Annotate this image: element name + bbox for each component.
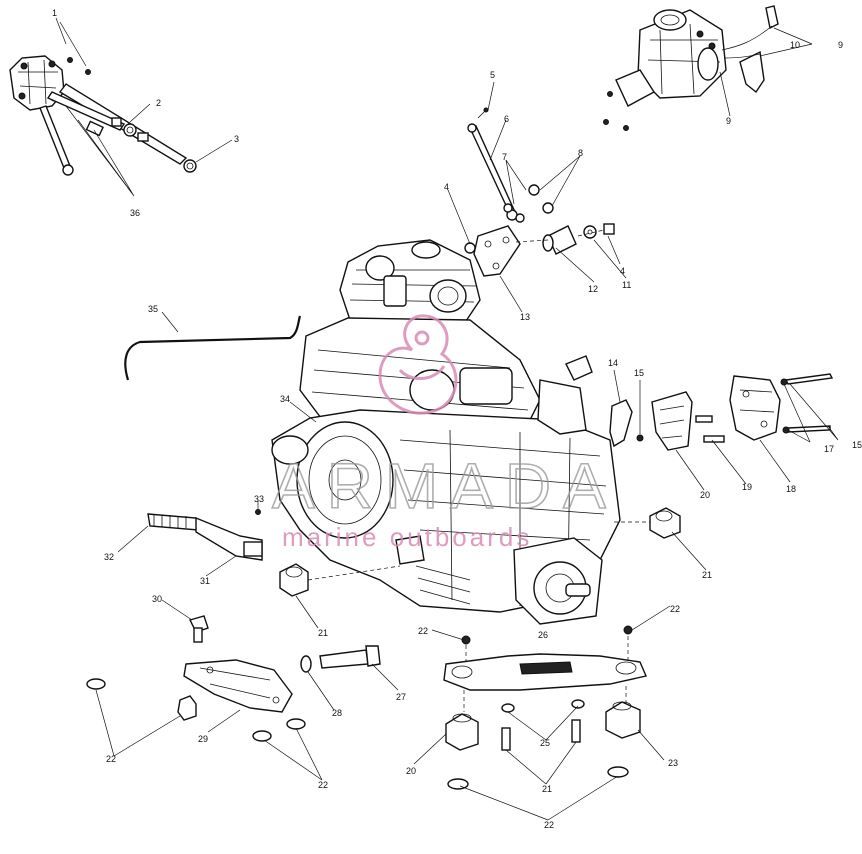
callout-22-mid: 22	[318, 780, 328, 790]
brand-logo	[378, 314, 458, 415]
callout-17: 17	[824, 444, 834, 454]
callout-2: 2	[156, 98, 161, 108]
engine-block	[271, 239, 621, 625]
callout-10: 10	[790, 40, 800, 50]
callout-12: 12	[588, 284, 598, 294]
callout-21-bottom: 21	[542, 784, 552, 794]
callout-22-left: 22	[106, 754, 116, 764]
callout-36: 36	[130, 208, 140, 218]
side-bracket	[609, 399, 644, 448]
callout-33: 33	[254, 494, 264, 504]
caliper-assembly	[9, 55, 197, 176]
callout-35: 35	[148, 304, 158, 314]
callout-14: 14	[608, 358, 618, 368]
carburetor-assembly	[603, 5, 779, 131]
rear-mount-plate	[651, 391, 725, 451]
regulator-bracket	[729, 373, 834, 441]
callout-22-bottom: 22	[544, 820, 554, 830]
callout-18: 18	[786, 484, 796, 494]
callout-30: 30	[152, 594, 162, 604]
callout-9-right: 9	[838, 40, 843, 50]
shift-linkage	[467, 107, 554, 223]
callout-5: 5	[490, 70, 495, 80]
callout-3: 3	[234, 134, 239, 144]
callout-31: 31	[200, 576, 210, 586]
callout-4-right: 4	[620, 266, 625, 276]
front-mount-bracket	[464, 223, 615, 277]
mount-pin	[300, 645, 381, 673]
callout-7: 7	[502, 152, 507, 162]
callout-25: 25	[540, 738, 550, 748]
callout-34: 34	[280, 394, 290, 404]
callout-labels: 1 2 3 36 5 6 7 8 4 4 11 12 13 9 10 9 35 …	[52, 8, 862, 830]
callout-21-left: 21	[318, 628, 328, 638]
callout-20-right: 20	[700, 490, 710, 500]
callout-23: 23	[668, 758, 678, 768]
bolt	[188, 615, 209, 643]
callout-15-left: 15	[634, 368, 644, 378]
callout-19: 19	[742, 482, 752, 492]
engine-mount-plate	[443, 625, 647, 790]
cable	[124, 315, 302, 381]
callout-20-bottom: 20	[406, 766, 416, 776]
callout-22-center: 22	[418, 626, 428, 636]
callout-26: 26	[538, 630, 548, 640]
callout-15-right: 15	[852, 440, 862, 450]
leader-lines	[55, 17, 839, 821]
lower-bracket	[86, 659, 306, 742]
callout-4-top: 4	[444, 182, 449, 192]
callout-29: 29	[198, 734, 208, 744]
callout-11: 11	[622, 280, 631, 290]
watermark: ARMADA marine outboards	[271, 314, 618, 552]
kick-starter	[147, 509, 263, 561]
callout-9-bottom: 9	[726, 116, 731, 126]
callout-1: 1	[52, 8, 57, 18]
callout-22-right: 22	[670, 604, 680, 614]
watermark-brand: ARMADA	[272, 450, 618, 522]
callout-13: 13	[520, 312, 530, 322]
callout-21-right: 21	[702, 570, 712, 580]
callout-32: 32	[104, 552, 114, 562]
callout-8: 8	[578, 148, 583, 158]
callout-6: 6	[504, 114, 509, 124]
rubber-mounts	[279, 507, 681, 597]
callout-28: 28	[332, 708, 342, 718]
callout-27: 27	[396, 692, 406, 702]
watermark-tagline: marine outboards	[282, 522, 532, 552]
